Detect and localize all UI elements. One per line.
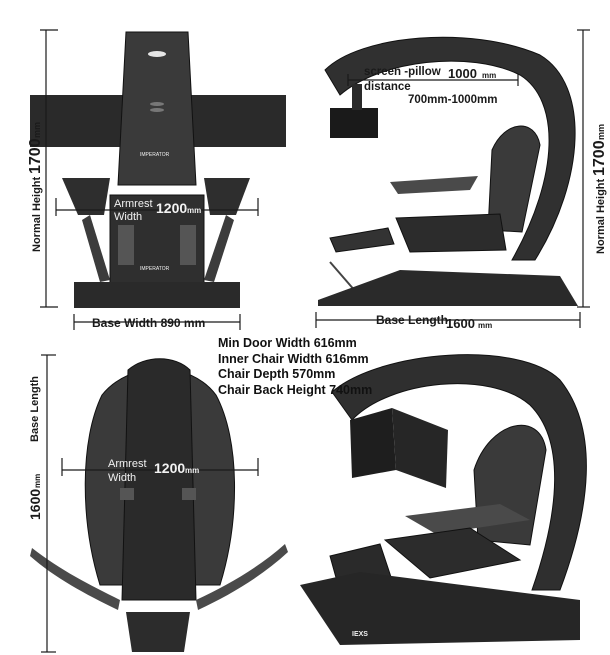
front-logo: IMPERATOR — [140, 152, 170, 158]
side-height-label: Normal Height — [595, 178, 607, 254]
right-armrest — [204, 178, 250, 215]
top-armrest-label-1: Armrest — [108, 458, 147, 470]
side-screen-label-1: screen -pillow — [364, 66, 441, 78]
perspective-view: IEXS — [300, 354, 587, 645]
side-arc-boom — [324, 36, 576, 261]
perspective-chair-back — [473, 424, 547, 546]
side-height-value: 1700 — [591, 140, 608, 176]
side-monitor — [330, 108, 378, 138]
side-seat — [395, 213, 507, 253]
side-screen-range: 700mm-1000mm — [408, 94, 498, 106]
perspective-seat — [383, 527, 522, 579]
front-height-unit: mm — [32, 122, 42, 138]
top-armrest-value: 1200 — [154, 460, 185, 476]
perspective-arc-boom — [331, 354, 587, 591]
spec-inner-chair-width: Inner Chair Width 616mm — [218, 351, 369, 366]
spec-chair-back-height: Chair Back Height 740mm — [218, 382, 373, 397]
perspective-desk — [405, 504, 530, 534]
perspective-monitor-left — [350, 408, 396, 478]
front-height-value: 1700 — [27, 138, 44, 174]
left-armrest — [62, 178, 110, 215]
side-screen-value: 1000 — [448, 66, 477, 81]
front-armrest-label-2: Width — [114, 211, 142, 223]
top-length-value: 1600 — [27, 489, 43, 520]
top-base-plate — [126, 612, 190, 652]
side-desk — [390, 176, 478, 194]
side-footrest — [329, 227, 395, 253]
left-monitor-panel — [30, 95, 130, 147]
spec-chair-depth: Chair Depth 570mm — [218, 367, 336, 381]
side-height-unit: mm — [596, 124, 606, 140]
front-height-label: Normal Height — [31, 176, 43, 252]
side-view: screen -pillow 1000 mm distance 700mm-10… — [315, 29, 608, 331]
right-monitor-panel — [178, 95, 286, 147]
front-armrest-unit: mm — [187, 206, 201, 215]
top-length-unit: mm — [33, 474, 42, 488]
spec-min-door-width: Min Door Width 616mm — [218, 336, 357, 350]
top-left-wing — [30, 548, 120, 610]
front-base — [74, 282, 240, 308]
side-base-label: Base Length — [376, 313, 448, 327]
front-base-label: Base Width 890 mm — [92, 316, 205, 330]
side-chair-back — [487, 125, 541, 233]
top-right-wing — [196, 544, 288, 610]
front-armrest-value: 1200 — [156, 200, 187, 216]
specs-list: Min Door Width 616mm Inner Chair Width 6… — [218, 336, 372, 398]
side-base — [318, 270, 578, 306]
perspective-base-logo: IEXS — [352, 631, 368, 638]
perspective-monitor-center — [392, 408, 448, 488]
top-chair — [121, 358, 197, 601]
top-armrest-label-2: Width — [108, 472, 136, 484]
side-base-value: 1600 — [446, 316, 475, 331]
top-armrest-unit: mm — [185, 466, 199, 475]
front-seat-logo: IMPERATOR — [140, 266, 170, 272]
side-base-unit: mm — [478, 321, 492, 330]
perspective-base — [300, 572, 580, 645]
front-view: IMPERATOR IMPERATOR Normal Height 1700 m… — [27, 29, 286, 330]
top-length-label: Base Length — [29, 376, 41, 442]
front-armrest-label-1: Armrest — [114, 198, 153, 210]
side-screen-label-2: distance — [364, 81, 411, 93]
top-view: Base Length 1600 mm Armrest Width 1200 m… — [27, 354, 288, 653]
side-screen-unit: mm — [482, 71, 496, 80]
headrest-light — [148, 51, 166, 57]
